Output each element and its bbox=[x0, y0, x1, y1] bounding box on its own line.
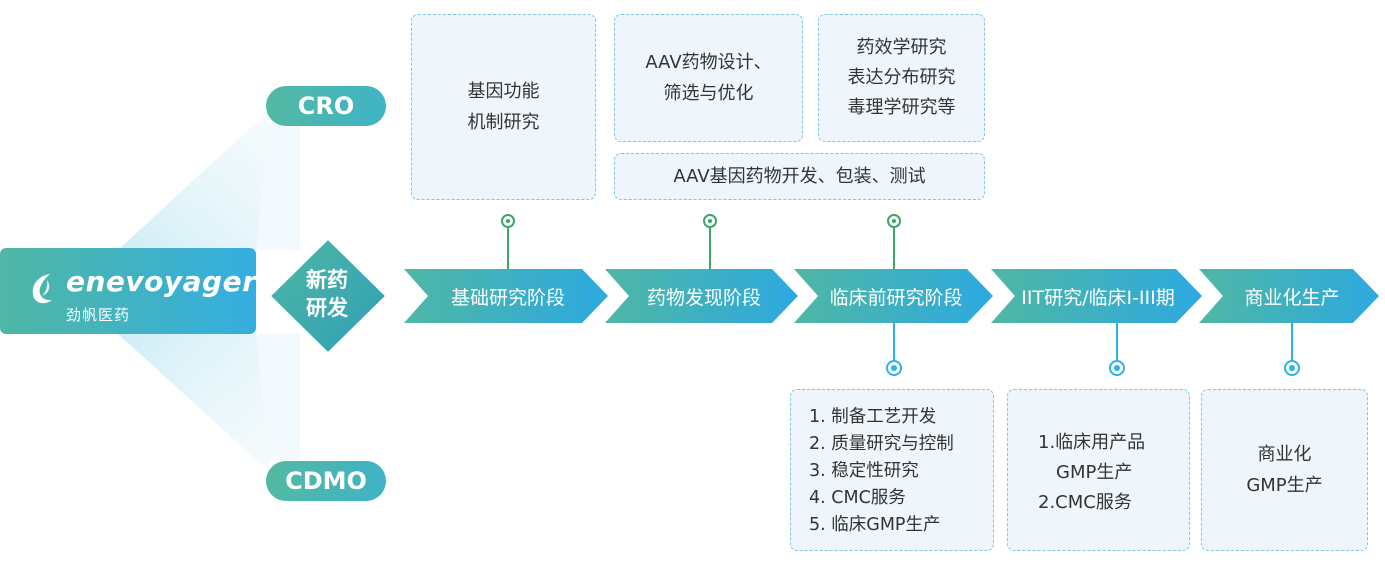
rd-label-line2: 研发 bbox=[306, 296, 348, 320]
cdmo-pill: CDMO bbox=[266, 461, 386, 501]
rd-label-line1: 新药 bbox=[306, 268, 348, 292]
stage-arrow-4 bbox=[991, 269, 1202, 323]
stage-arrow-1 bbox=[404, 269, 608, 323]
connector-discovery bbox=[709, 228, 711, 269]
stage-arrow-5 bbox=[1199, 269, 1379, 323]
cmc-item-2: 2. 质量研究与控制 bbox=[809, 434, 954, 454]
commercial-line1: 商业化 bbox=[1257, 444, 1312, 465]
connector-basic bbox=[507, 228, 509, 269]
stage-label-basic: 基础研究阶段 bbox=[450, 286, 565, 309]
node-dot-discovery bbox=[703, 214, 717, 228]
box-basic-line2: 机制研究 bbox=[467, 112, 540, 133]
stage-arrow-2 bbox=[605, 269, 798, 323]
box-clinical-gmp: 1.临床用产品 GMP生产 2.CMC服务 bbox=[1007, 389, 1190, 551]
node-dot-preclinical-top bbox=[887, 214, 901, 228]
logo-name: enevoyager bbox=[66, 265, 257, 298]
box-basic-line1: 基因功能 bbox=[467, 81, 540, 102]
stage-label-clinical: IIT研究/临床I-III期 bbox=[1021, 286, 1175, 309]
box-aav-design: AAV药物设计、 筛选与优化 bbox=[614, 14, 803, 142]
rd-label: 新药 研发 bbox=[290, 266, 364, 326]
clinical-item-1: 1.临床用产品 bbox=[1038, 432, 1146, 453]
cmc-item-5: 5. 临床GMP生产 bbox=[809, 515, 941, 535]
stage-label-commercial: 商业化生产 bbox=[1244, 286, 1340, 309]
fan-to-cdmo-right bbox=[256, 334, 300, 460]
fan-to-cro-right bbox=[256, 124, 300, 250]
stage-label-discovery: 药物发现阶段 bbox=[646, 286, 761, 309]
connector-commercial bbox=[1291, 323, 1293, 360]
node-dot-basic bbox=[501, 214, 515, 228]
fan-to-cdmo bbox=[118, 334, 270, 472]
box-commercial-gmp: 商业化 GMP生产 bbox=[1201, 389, 1368, 551]
commercial-line2: GMP生产 bbox=[1246, 475, 1323, 496]
stage-arrow-3 bbox=[794, 269, 993, 323]
box-pharmacology-line3: 毒理学研究等 bbox=[847, 97, 956, 118]
clinical-item-1-cont: GMP生产 bbox=[1056, 462, 1133, 483]
cmc-item-1: 1. 制备工艺开发 bbox=[809, 407, 937, 427]
box-aav-development: AAV基因药物开发、包装、测试 bbox=[614, 153, 985, 200]
connector-preclinical-bottom bbox=[893, 323, 895, 360]
box-aav-design-line1: AAV药物设计、 bbox=[645, 52, 772, 73]
cro-pill: CRO bbox=[266, 86, 386, 126]
connector-preclinical-top bbox=[893, 228, 895, 269]
company-logo: enevoyager 劲帆医药 bbox=[0, 248, 256, 334]
box-pharmacology-line2: 表达分布研究 bbox=[847, 67, 956, 88]
box-cmc-list: 1. 制备工艺开发 2. 质量研究与控制 3. 稳定性研究 4. CMC服务 5… bbox=[790, 389, 994, 551]
sail-logo-icon bbox=[32, 274, 52, 304]
box-aav-design-line2: 筛选与优化 bbox=[663, 83, 754, 104]
box-pharmacology-line1: 药效学研究 bbox=[856, 37, 947, 58]
node-dot-commercial bbox=[1284, 360, 1300, 376]
box-basic-research: 基因功能 机制研究 bbox=[411, 14, 596, 200]
stage-label-preclinical: 临床前研究阶段 bbox=[829, 286, 963, 309]
box-pharmacology: 药效学研究 表达分布研究 毒理学研究等 bbox=[818, 14, 985, 142]
node-dot-clinical bbox=[1109, 360, 1125, 376]
logo-chinese-name: 劲帆医药 bbox=[66, 306, 131, 324]
connector-clinical bbox=[1116, 323, 1118, 360]
clinical-item-2: 2.CMC服务 bbox=[1038, 492, 1132, 513]
node-dot-preclinical-bottom bbox=[886, 360, 902, 376]
cmc-item-3: 3. 稳定性研究 bbox=[809, 461, 919, 481]
cmc-item-4: 4. CMC服务 bbox=[809, 488, 906, 508]
rd-diamond bbox=[266, 235, 390, 357]
box-aav-development-text: AAV基因药物开发、包装、测试 bbox=[673, 166, 926, 187]
fan-to-cro bbox=[118, 110, 270, 250]
